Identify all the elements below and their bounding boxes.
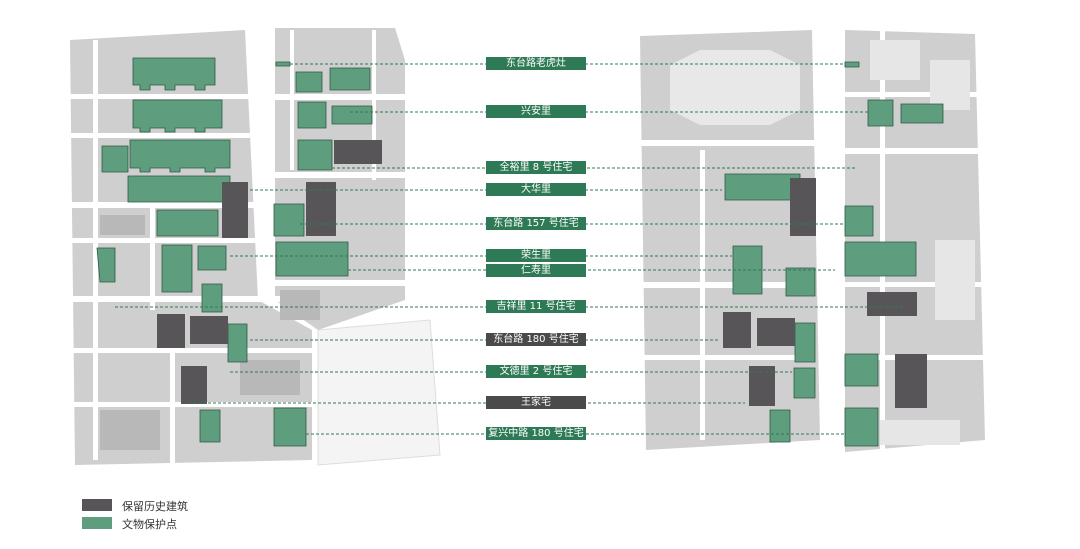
label-dongtai-road-180: 东台路 180 号住宅 <box>486 333 586 346</box>
legend-swatch-heritage <box>82 517 112 529</box>
legend-text-historic: 保留历史建筑 <box>122 500 188 513</box>
label-quanyu-li-8: 全裕里 8 号住宅 <box>486 161 586 174</box>
left-site-plan <box>70 28 441 466</box>
label-dongtai-road-tiger-stove: 东台路老虎灶 <box>486 57 586 70</box>
label-wang-family-house: 王家宅 <box>486 396 586 409</box>
stadium <box>670 50 800 125</box>
label-dongtai-road-157: 东台路 157 号住宅 <box>486 217 586 230</box>
label-xingan-li: 兴安里 <box>486 105 586 118</box>
legend-text-heritage: 文物保护点 <box>122 518 177 531</box>
label-jixiang-li-11: 吉祥里 11 号住宅 <box>486 300 586 313</box>
legend-swatch-historic <box>82 499 112 511</box>
right-site-plan <box>640 30 985 452</box>
label-renshou-li: 仁寿里 <box>486 264 586 277</box>
left-block-south-outline <box>317 319 441 466</box>
label-wende-li-2: 文德里 2 号住宅 <box>486 365 586 378</box>
label-fuxing-middle-road-180: 复兴中路 180 号住宅 <box>486 427 586 440</box>
label-rongsheng-li: 荣生里 <box>486 249 586 262</box>
label-dahua-li: 大华里 <box>486 183 586 196</box>
